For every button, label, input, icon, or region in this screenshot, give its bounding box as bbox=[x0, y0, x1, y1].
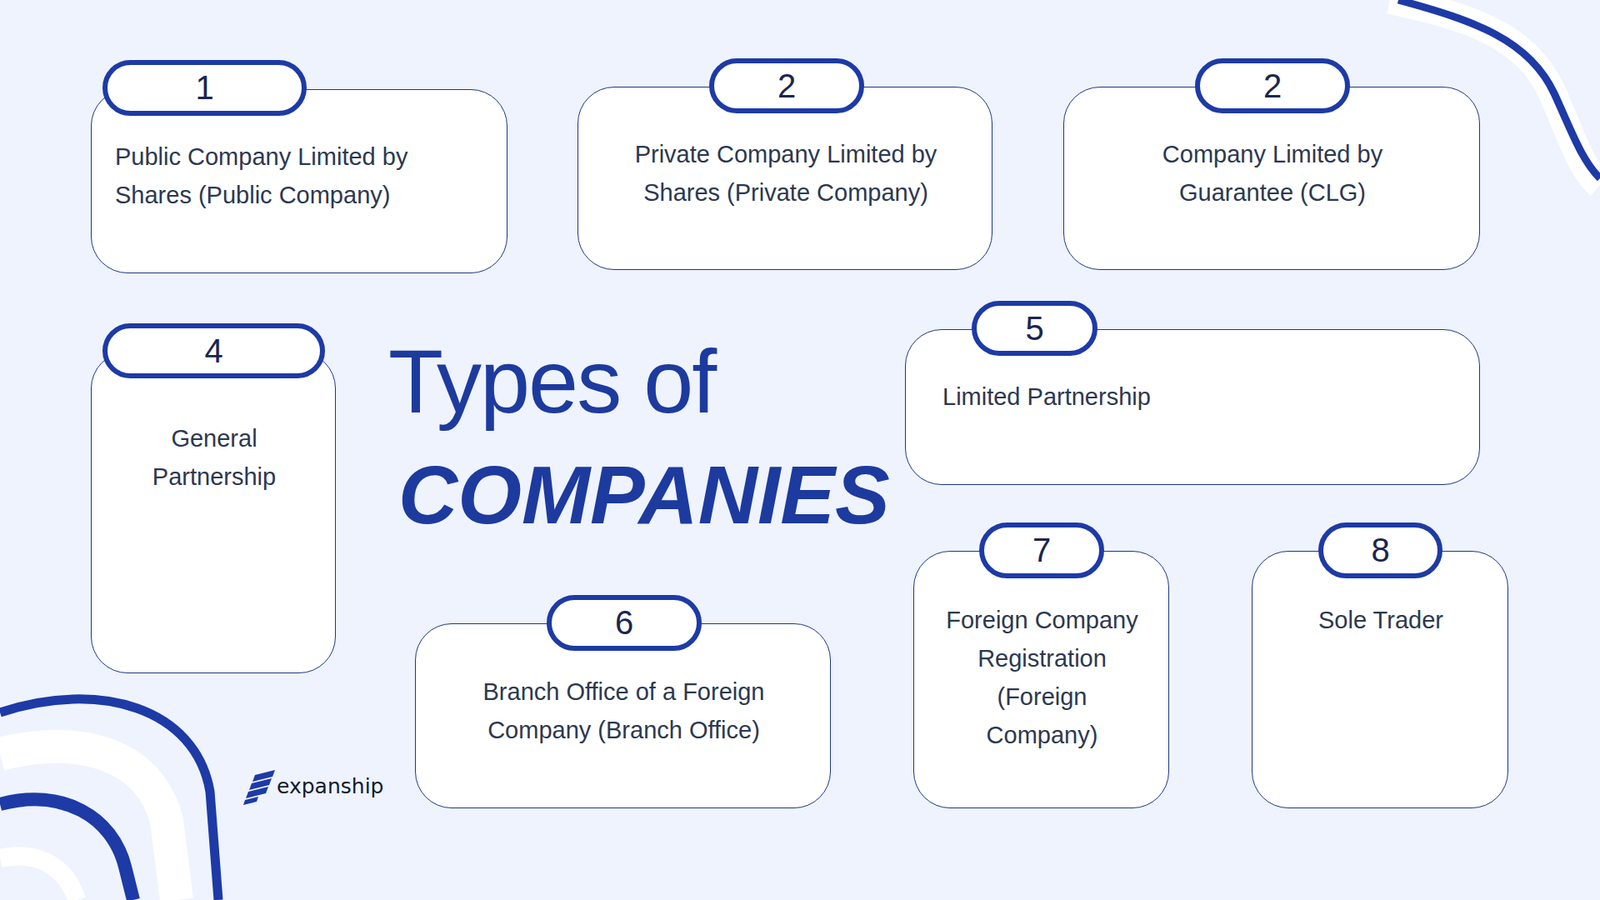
box-label: Limited Partnership bbox=[942, 377, 1445, 416]
logo-text: expanship bbox=[276, 774, 384, 799]
number-tab: 2 bbox=[1195, 58, 1350, 114]
company-type-box: 5Limited Partnership bbox=[905, 329, 1480, 485]
company-type-box: 7Foreign Company Registration (Foreign C… bbox=[913, 550, 1170, 809]
wave-line bbox=[0, 799, 134, 900]
number-tab: 6 bbox=[546, 595, 702, 651]
wave-line bbox=[0, 699, 219, 900]
company-type-box: 1Public Company Limited by Shares (Publi… bbox=[90, 89, 508, 274]
box-label: Branch Office of a Foreign Company (Bran… bbox=[449, 672, 799, 750]
number-tab: 2 bbox=[709, 58, 865, 114]
company-type-box: 6Branch Office of a Foreign Company (Bra… bbox=[415, 623, 831, 809]
box-label: Sole Trader bbox=[1277, 600, 1485, 640]
box-label: General Partnership bbox=[116, 419, 312, 496]
company-type-box: 2Private Company Limited by Shares (Priv… bbox=[577, 86, 993, 270]
logo-icon bbox=[243, 770, 275, 805]
box-label: Foreign Company Registration (Foreign Co… bbox=[945, 600, 1139, 755]
title-text: Types of bbox=[388, 329, 715, 434]
wave-band bbox=[0, 855, 77, 900]
box-label: Company Limited by Guarantee (CLG) bbox=[1114, 135, 1431, 212]
number-tab: 1 bbox=[102, 60, 307, 116]
box-label: Public Company Limited by Shares (Public… bbox=[115, 137, 485, 215]
number-tab: 5 bbox=[971, 300, 1098, 356]
wave-band bbox=[0, 746, 177, 900]
title-emphasis: COMPANIES bbox=[398, 448, 890, 543]
number-tab: 8 bbox=[1318, 522, 1443, 579]
company-type-box: 8Sole Trader bbox=[1251, 550, 1509, 809]
box-label: Private Company Limited by Shares (Priva… bbox=[603, 135, 969, 212]
number-tab: 4 bbox=[102, 323, 325, 379]
number-tab: 7 bbox=[979, 522, 1105, 579]
company-type-box: 2Company Limited by Guarantee (CLG) bbox=[1063, 86, 1480, 270]
company-type-box: 4General Partnership bbox=[90, 351, 336, 674]
